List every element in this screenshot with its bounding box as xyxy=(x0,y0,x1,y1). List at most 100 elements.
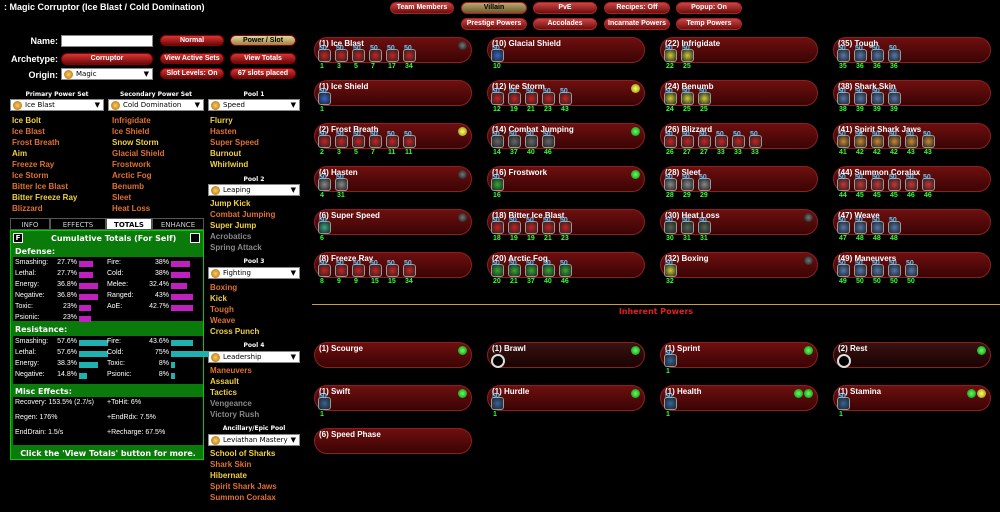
popout-icon[interactable] xyxy=(190,233,200,243)
enhancement-icon[interactable] xyxy=(403,135,416,148)
enhancement-icon[interactable] xyxy=(318,178,331,191)
enhancement-icon[interactable] xyxy=(491,221,504,234)
enhancement-icon[interactable] xyxy=(681,135,694,148)
tab-totals[interactable]: TOTALS xyxy=(106,218,152,230)
enhancement-icon[interactable] xyxy=(837,354,851,368)
enhancement-icon[interactable] xyxy=(542,264,555,277)
power-slot[interactable]: (1) Swift xyxy=(314,385,472,411)
enhancement-icon[interactable] xyxy=(369,264,382,277)
power-item[interactable]: Super Jump xyxy=(210,221,257,230)
power-slot[interactable]: (16) Frostwork xyxy=(487,166,645,192)
enhancement-icon[interactable] xyxy=(525,221,538,234)
enhancement-icon[interactable] xyxy=(837,49,850,62)
enhancement-icon[interactable] xyxy=(508,221,521,234)
power-item[interactable]: Aim xyxy=(12,149,28,158)
power-slot[interactable]: (2) Rest xyxy=(833,342,991,368)
view-active-sets-button[interactable]: View Active Sets xyxy=(160,53,224,64)
enhancement-icon[interactable] xyxy=(403,49,416,62)
slot-levels-button[interactable]: Slot Levels: On xyxy=(160,68,224,79)
power-item[interactable]: Hibernate xyxy=(210,471,247,480)
enhancement-icon[interactable] xyxy=(888,49,901,62)
enhancement-icon[interactable] xyxy=(559,221,572,234)
enhancement-icon[interactable] xyxy=(888,221,901,234)
enhancement-icon[interactable] xyxy=(491,264,504,277)
enhancement-icon[interactable] xyxy=(335,135,348,148)
enhancement-icon[interactable] xyxy=(871,49,884,62)
enhancement-icon[interactable] xyxy=(871,135,884,148)
enhancement-icon[interactable] xyxy=(352,49,365,62)
enhancement-icon[interactable] xyxy=(491,135,504,148)
primary-set-select[interactable]: Ice Blast▼ xyxy=(10,99,104,111)
enhancement-icon[interactable] xyxy=(525,135,538,148)
power-item[interactable]: Weave xyxy=(210,316,236,325)
power-slot-button[interactable]: Power / Slot xyxy=(230,35,296,46)
enhancement-icon[interactable] xyxy=(318,135,331,148)
enhancement-icon[interactable] xyxy=(525,92,538,105)
enhancement-icon[interactable] xyxy=(837,264,850,277)
slots-placed-button[interactable]: 67 slots placed xyxy=(230,68,296,79)
pool1-select[interactable]: Speed▼ xyxy=(208,99,300,111)
enhancement-icon[interactable] xyxy=(854,49,867,62)
power-slot[interactable]: (32) Boxing xyxy=(660,252,818,278)
power-item[interactable]: Benumb xyxy=(112,182,144,191)
power-slot[interactable]: (1) Brawl xyxy=(487,342,645,368)
enhancement-icon[interactable] xyxy=(854,92,867,105)
enhancement-icon[interactable] xyxy=(698,221,711,234)
power-item[interactable]: Summon Coralax xyxy=(210,493,276,502)
epic-select[interactable]: Leviathan Mastery▼ xyxy=(208,434,300,446)
enhancement-icon[interactable] xyxy=(888,178,901,191)
power-item[interactable]: Bitter Ice Blast xyxy=(12,182,69,191)
power-item[interactable]: Ice Shield xyxy=(112,127,150,136)
enhancement-icon[interactable] xyxy=(854,178,867,191)
enhancement-icon[interactable] xyxy=(352,264,365,277)
power-item[interactable]: Shark Skin xyxy=(210,460,252,469)
power-slot[interactable]: (6) Super Speed xyxy=(314,209,472,235)
enhancement-icon[interactable] xyxy=(318,397,331,410)
power-item[interactable]: Ice Blast xyxy=(12,127,45,136)
enhancement-icon[interactable] xyxy=(559,264,572,277)
power-item[interactable]: School of Sharks xyxy=(210,449,276,458)
enhancement-icon[interactable] xyxy=(854,135,867,148)
power-item[interactable]: Combat Jumping xyxy=(210,210,276,219)
power-item[interactable]: Hasten xyxy=(210,127,237,136)
power-slot[interactable]: (1) Ice Shield xyxy=(314,80,472,106)
enhancement-icon[interactable] xyxy=(542,92,555,105)
pool2-select[interactable]: Leaping▼ xyxy=(208,184,300,196)
enhancement-icon[interactable] xyxy=(491,49,504,62)
pool4-select[interactable]: Leadership▼ xyxy=(208,351,300,363)
power-item[interactable]: Heat Loss xyxy=(112,204,151,213)
enhancement-icon[interactable] xyxy=(369,49,382,62)
archetype-select[interactable]: Corruptor xyxy=(61,53,153,65)
enhancement-icon[interactable] xyxy=(664,92,677,105)
enhancement-icon[interactable] xyxy=(698,135,711,148)
enhancement-icon[interactable] xyxy=(698,178,711,191)
power-item[interactable]: Arctic Fog xyxy=(112,171,152,180)
enhancement-icon[interactable] xyxy=(698,92,711,105)
enhancement-icon[interactable] xyxy=(525,264,538,277)
enhancement-icon[interactable] xyxy=(837,397,850,410)
enhancement-icon[interactable] xyxy=(922,135,935,148)
normal-button[interactable]: Normal xyxy=(160,35,224,46)
power-item[interactable]: Burnout xyxy=(210,149,242,158)
enhancement-icon[interactable] xyxy=(491,397,504,410)
enhancement-icon[interactable] xyxy=(664,264,677,277)
power-item[interactable]: Snow Storm xyxy=(112,138,159,147)
enhancement-icon[interactable] xyxy=(664,221,677,234)
power-item[interactable]: Spirit Shark Jaws xyxy=(210,482,277,491)
enhancement-icon[interactable] xyxy=(318,92,331,105)
enhancement-icon[interactable] xyxy=(491,178,504,191)
enhancement-icon[interactable] xyxy=(542,135,555,148)
power-item[interactable]: Maneuvers xyxy=(210,366,252,375)
power-item[interactable]: Cross Punch xyxy=(210,327,260,336)
enhancement-icon[interactable] xyxy=(542,221,555,234)
power-item[interactable]: Acrobatics xyxy=(210,232,252,241)
power-item[interactable]: Victory Rush xyxy=(210,410,260,419)
enhancement-icon[interactable] xyxy=(664,397,677,410)
power-slot[interactable]: (10) Glacial Shield xyxy=(487,37,645,63)
enhancement-icon[interactable] xyxy=(681,49,694,62)
enhancement-icon[interactable] xyxy=(681,221,694,234)
top-button-prestige-powers[interactable]: Prestige Powers xyxy=(461,18,527,30)
power-item[interactable]: Glacial Shield xyxy=(112,149,165,158)
enhancement-icon[interactable] xyxy=(491,354,505,368)
enhancement-icon[interactable] xyxy=(837,92,850,105)
